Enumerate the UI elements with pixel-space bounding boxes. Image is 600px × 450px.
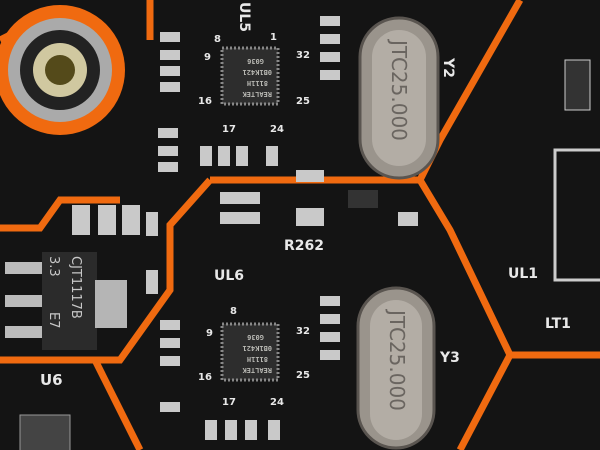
svg-text:U6: U6 (40, 371, 63, 389)
svg-text:1: 1 (270, 32, 277, 43)
svg-text:G036: G036 (247, 57, 264, 65)
svg-text:LT1: LT1 (545, 316, 571, 332)
svg-text:16: 16 (198, 96, 212, 107)
svg-text:8111H: 8111H (247, 355, 268, 363)
svg-text:UL5: UL5 (236, 2, 252, 32)
svg-text:JTC25.000: JTC25.000 (387, 38, 411, 141)
svg-text:REALTEK: REALTEK (242, 90, 272, 98)
svg-text:R262: R262 (284, 238, 324, 254)
svg-text:0B1K421: 0B1K421 (242, 344, 272, 352)
svg-text:8: 8 (214, 34, 221, 45)
crystal-y2: JTC25.000 (358, 16, 440, 180)
svg-text:17: 17 (222, 397, 236, 408)
silkscreen-labels: UL5 UL6 UL1 LT1 U6 Y2 Y3 R262 8 9 16 17 … (40, 2, 571, 408)
svg-text:UL1: UL1 (508, 266, 538, 282)
svg-text:REALTEK: REALTEK (242, 366, 272, 374)
ethernet-chip-bottom: REALTEK 8111H 0B1K421 G036 (220, 322, 280, 382)
svg-text:CJT1117B: CJT1117B (68, 256, 83, 319)
svg-text:24: 24 (270, 397, 284, 408)
svg-text:24: 24 (270, 124, 284, 135)
svg-text:9: 9 (204, 52, 211, 63)
svg-text:E7: E7 (46, 312, 61, 329)
svg-text:UL6: UL6 (214, 268, 244, 284)
svg-text:16: 16 (198, 372, 212, 383)
crystal-y3: JTC25.000 (356, 286, 436, 450)
regulator-u6: CJT1117B 3.3 E7 (5, 252, 127, 350)
svg-text:G036: G036 (247, 333, 264, 341)
ethernet-chip-top: REALTEK 8111H 0B1K421 G036 (220, 46, 280, 106)
svg-text:25: 25 (296, 370, 310, 381)
svg-text:Y3: Y3 (439, 350, 460, 366)
svg-text:32: 32 (296, 50, 310, 61)
svg-text:Y2: Y2 (440, 57, 456, 78)
svg-text:JTC25.000: JTC25.000 (385, 308, 409, 411)
passive-components (19, 16, 600, 450)
svg-text:8: 8 (230, 306, 237, 317)
svg-text:8111H: 8111H (247, 79, 268, 87)
mounting-hole (0, 5, 125, 135)
svg-text:32: 32 (296, 326, 310, 337)
svg-text:25: 25 (296, 96, 310, 107)
svg-text:9: 9 (206, 328, 213, 339)
svg-text:17: 17 (222, 124, 236, 135)
svg-text:0B1K421: 0B1K421 (242, 68, 272, 76)
svg-text:3.3: 3.3 (46, 256, 61, 277)
